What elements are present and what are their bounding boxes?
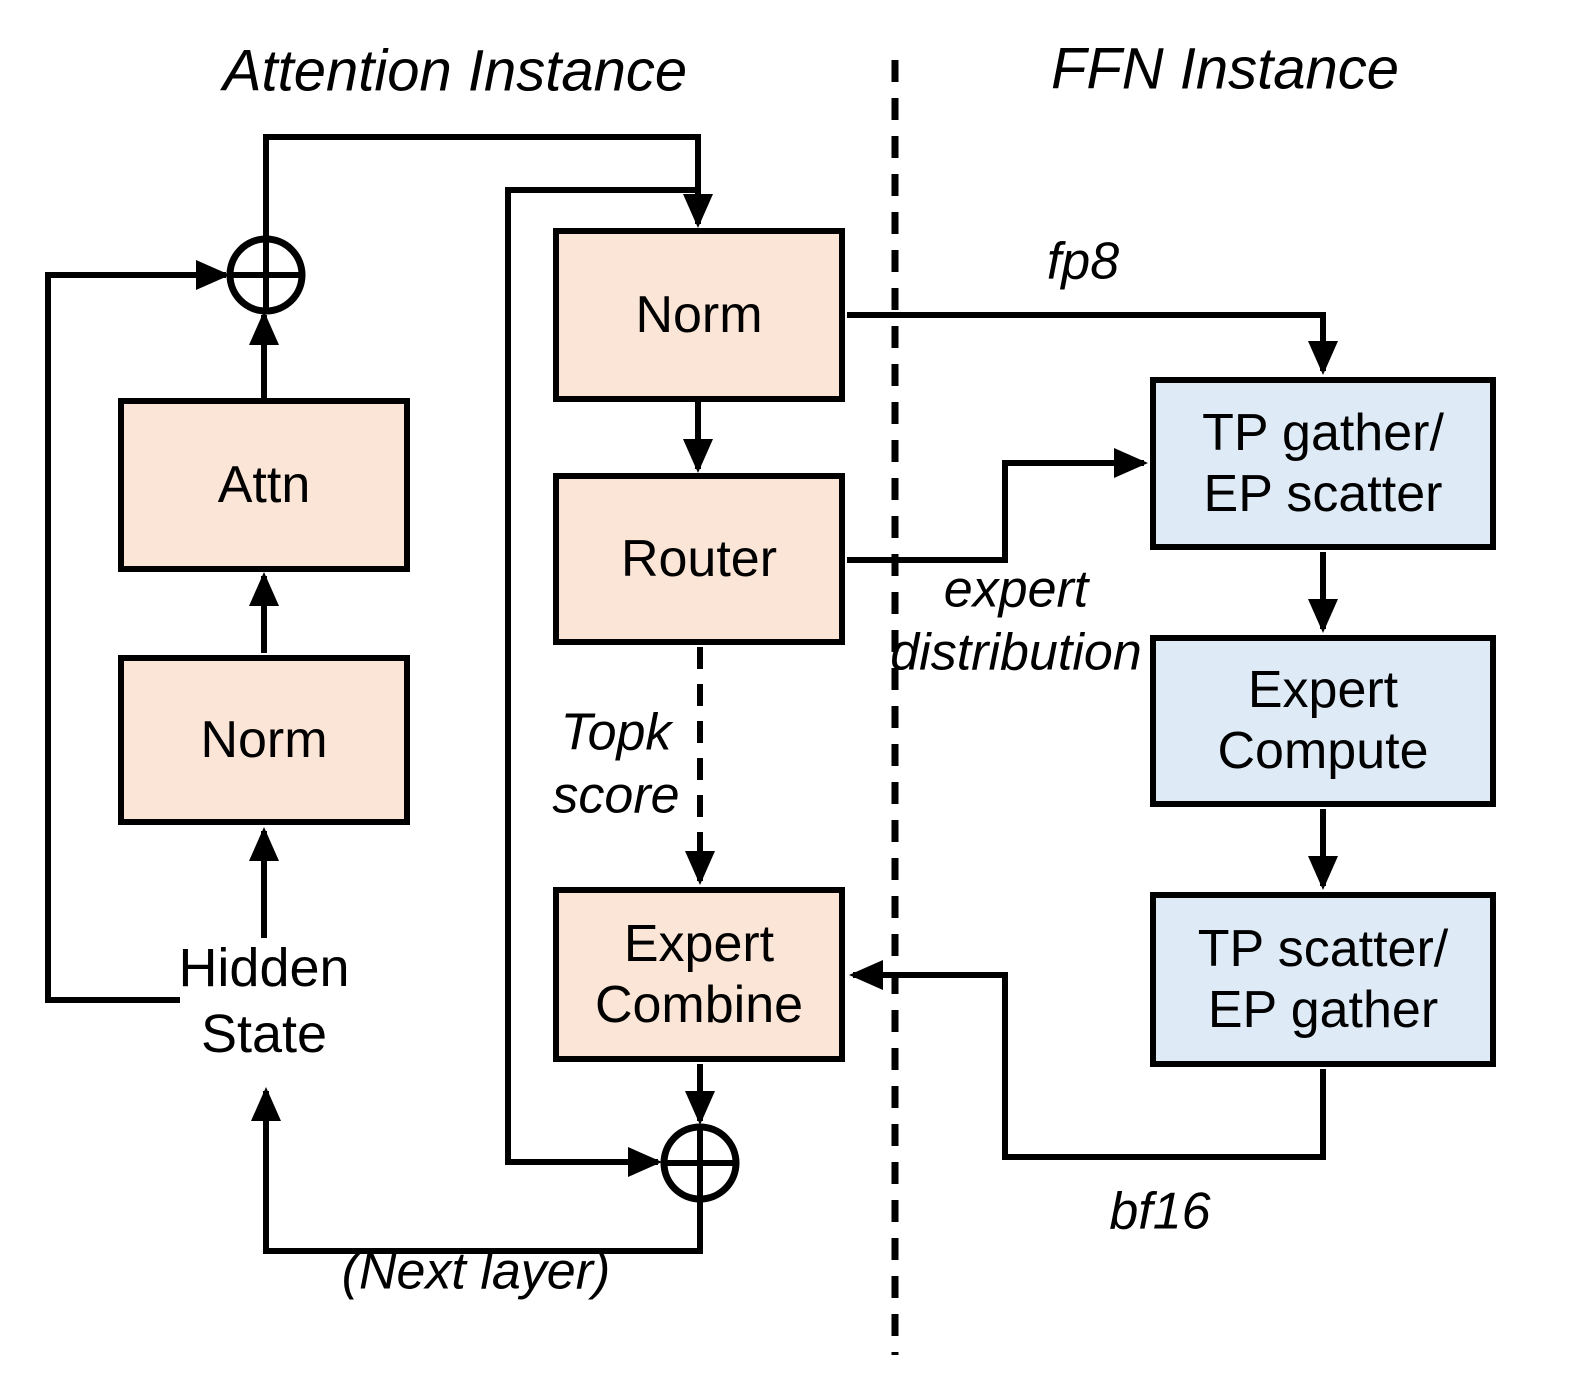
tp-gather-ep-scatter-box: TP gather/ EP scatter (1150, 377, 1496, 550)
attn-box: Attn (118, 398, 410, 572)
topk-score-label: Topk score (552, 703, 680, 825)
connector-bf16 (849, 960, 1326, 1160)
expert-distribution-label: expert distribution (890, 560, 1142, 682)
attn-norm-box: Norm (118, 655, 410, 825)
next-layer-label: (Next layer) (341, 1242, 611, 1301)
ffn-instance-title: FFN Instance (1050, 36, 1400, 102)
attention-instance-title: Attention Instance (222, 38, 688, 104)
fp8-label: fp8 (1046, 232, 1120, 291)
residual-add-icon-attention (226, 235, 306, 315)
tp-scatter-ep-gather-box: TP scatter/ EP gather (1150, 892, 1496, 1067)
expert-compute-box: Expert Compute (1150, 635, 1496, 807)
connector-ffn-skip (505, 187, 698, 1177)
residual-add-icon-ffn (660, 1123, 740, 1203)
expert-combine-box: Expert Combine (553, 887, 845, 1062)
connector-next-layer-loop (251, 1087, 703, 1254)
hidden-state-label: Hidden State (178, 938, 350, 1064)
connector-add-to-ffn-norm (263, 134, 713, 239)
ffn-norm-box: Norm (553, 228, 845, 402)
connector-hidden-state-residual (45, 260, 230, 1003)
bf16-label: bf16 (1109, 1182, 1211, 1241)
connector-expert-distribution (847, 448, 1148, 563)
router-box: Router (553, 473, 845, 645)
connector-fp8 (847, 312, 1338, 375)
